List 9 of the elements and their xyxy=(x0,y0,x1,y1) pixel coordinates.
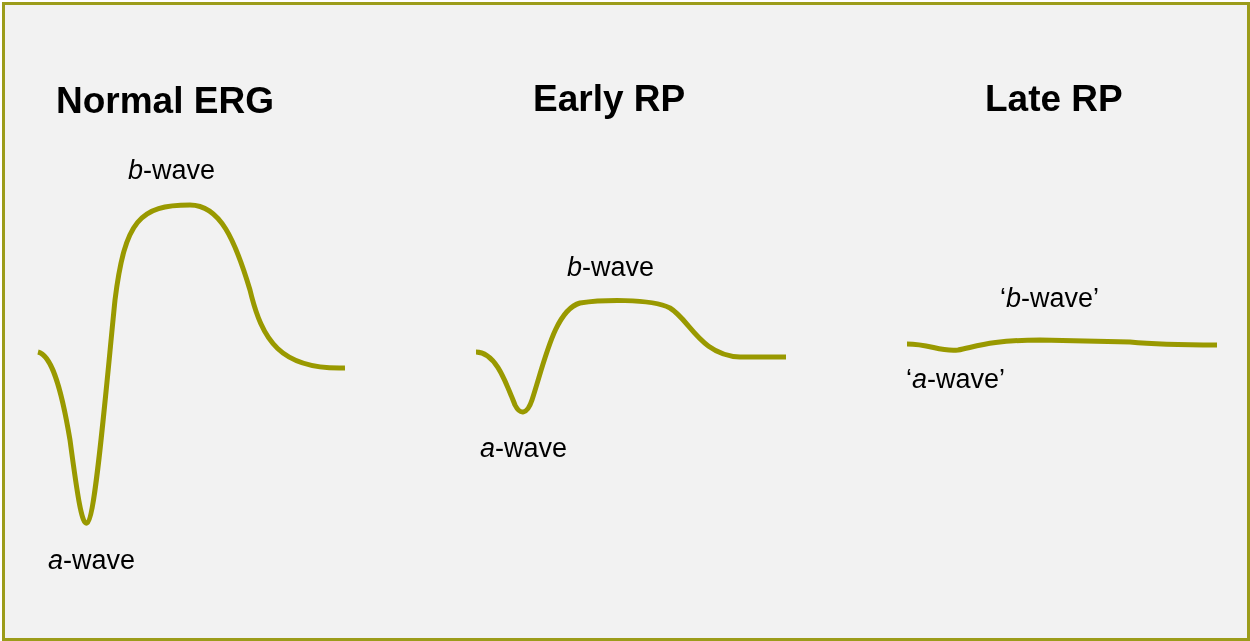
wave-label: b-wave xyxy=(567,252,655,284)
wave-label: a-wave xyxy=(48,545,136,577)
wave-label: ‘a-wave’ xyxy=(906,364,1006,396)
wave-label: a-wave xyxy=(480,433,568,465)
panel-heading: Early RP xyxy=(533,78,686,121)
wave-label: b-wave xyxy=(128,155,216,187)
panel-heading: Late RP xyxy=(985,78,1123,121)
panel-heading: Normal ERG xyxy=(56,80,274,123)
wave-label: ‘b-wave’ xyxy=(1000,283,1100,315)
